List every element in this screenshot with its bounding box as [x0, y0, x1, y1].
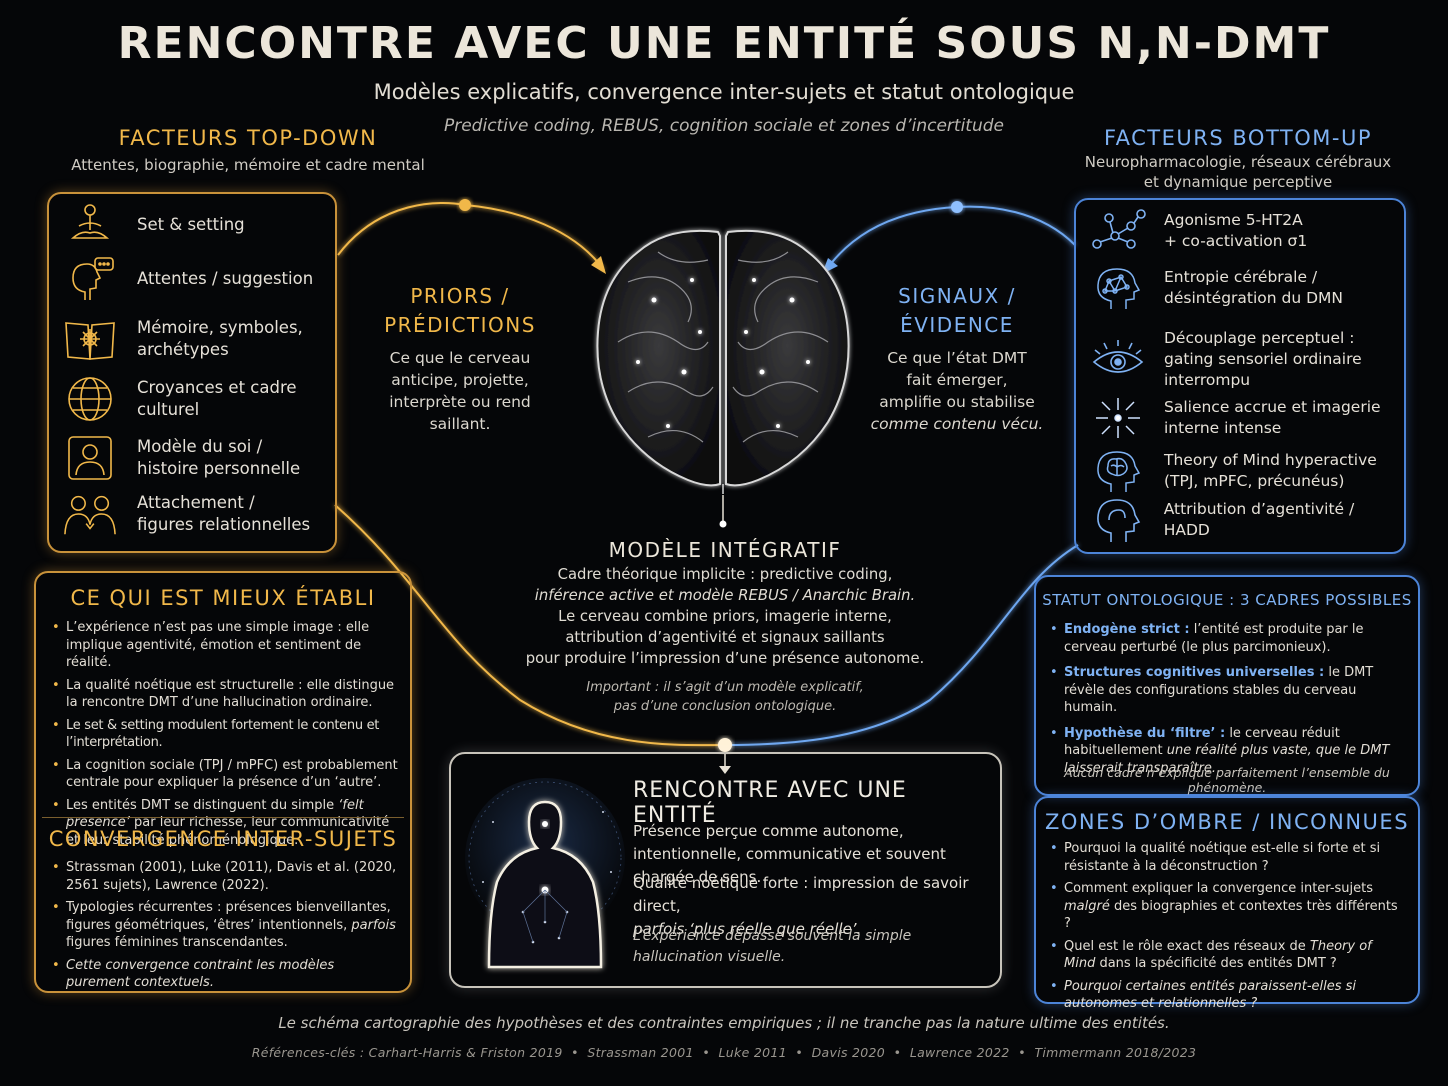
model-note: Important : il s’agit d’un modèle explic…: [586, 680, 864, 714]
unknowns-heading: ZONES D’OMBRE / INCONNUES: [1044, 810, 1410, 834]
book-mandala-icon: [63, 316, 117, 362]
encounter-heading: RENCONTRE AVEC UNE ENTITÉ: [633, 778, 907, 828]
list-item: Les entités DMT se distinguent du simple…: [50, 797, 400, 850]
page-subtitle: Modèles explicatifs, convergence inter-s…: [373, 80, 1075, 104]
list-item: L’expérience n’est pas une simple image …: [50, 619, 400, 672]
encounter-panel: RENCONTRE AVEC UNE ENTITÉ Présence perçu…: [449, 752, 1002, 988]
encounter-p2: Qualité noétique forte : impression de s…: [633, 874, 969, 938]
topdown-item-attachement: Attachement / figures relationnelles: [63, 491, 310, 537]
established-panel: CE QUI EST MIEUX ÉTABLI L’expérience n’e…: [34, 571, 412, 993]
list-item: Pourquoi la qualité noétique est-elle si…: [1048, 840, 1403, 875]
topdown-heading: FACTEURS TOP-DOWN: [118, 126, 378, 150]
ontology-panel: STATUT ONTOLOGIQUE : 3 CADRES POSSIBLES …: [1034, 575, 1420, 796]
priors-arrow: [337, 201, 605, 271]
unknowns-list: Pourquoi la qualité noétique est-elle si…: [1048, 840, 1403, 1018]
convergence-heading: CONVERGENCE INTER-SUJETS: [48, 827, 398, 851]
bottomup-subheading-1: Neuropharmacologie, réseaux cérébraux: [1084, 153, 1392, 171]
person-portrait-icon: [63, 435, 117, 481]
list-item: Le set & setting modulent fortement le c…: [50, 717, 400, 752]
convergence-list: Strassman (2001), Luke (2011), Davis et …: [50, 859, 400, 997]
priors-text: Ce que le cerveau anticipe, projette, in…: [389, 349, 531, 433]
encounter-p1: Présence perçue comme autonome, intentio…: [633, 822, 946, 886]
entity-figure-icon: [465, 778, 625, 969]
eye-icon: [1088, 337, 1148, 383]
signals-heading-1: SIGNAUX /: [898, 284, 1016, 308]
convergence-node: [718, 738, 732, 752]
footer-statement: Le schéma cartographie des hypothèses et…: [278, 1014, 1170, 1032]
list-item: Structures cognitives universelles : le …: [1048, 664, 1408, 717]
bottomup-item-theory-of-mind: Theory of Mind hyperactive (TPJ, mPFC, p…: [1088, 448, 1377, 494]
priors-heading-2: PRÉDICTIONS: [384, 313, 536, 337]
list-item: La cognition sociale (TPJ / mPFC) est pr…: [50, 757, 400, 792]
bottomup-to-encounter: [724, 544, 1079, 746]
topdown-item-attentes: Attentes / suggestion: [63, 256, 313, 302]
page-tagline: Predictive coding, REBUS, cognition soci…: [443, 116, 1004, 136]
signals-node: [951, 201, 963, 213]
model-heading: MODÈLE INTÉGRATIF: [608, 538, 842, 562]
bottomup-item-decouplage: Découplage perceptuel : gating sensoriel…: [1088, 328, 1362, 391]
list-item: Typologies récurrentes : présences bienv…: [50, 899, 400, 952]
brain-illustration: [596, 229, 850, 494]
bottomup-item-salience: Salience accrue et imagerie interne inte…: [1088, 395, 1381, 441]
topdown-item-soi: Modèle du soi / histoire personnelle: [63, 435, 300, 481]
ontology-list: Endogène strict : l’entité est produite …: [1048, 621, 1408, 782]
bottomup-panel: Agonisme 5-HT2A + co-activation σ1 Entro…: [1074, 198, 1406, 554]
bottomup-heading: FACTEURS BOTTOM-UP: [1104, 126, 1372, 150]
two-people-icon: [63, 491, 117, 537]
page-title: RENCONTRE AVEC UNE ENTITÉ SOUS N,N-DMT: [117, 18, 1331, 69]
divider: [42, 817, 404, 818]
signals-text: Ce que l’état DMT fait émerger, amplifie…: [870, 349, 1044, 433]
list-item: Cette convergence contraint les modèles …: [50, 957, 400, 992]
list-item: Quel est le rôle exact des réseaux de Th…: [1048, 938, 1403, 973]
ontology-note: Aucun cadre n’explique parfaitement l’en…: [1064, 765, 1390, 795]
established-list: L’expérience n’est pas une simple image …: [50, 619, 400, 854]
list-item: Hypothèse du ‘filtre’ : le cerveau rédui…: [1048, 725, 1408, 778]
brain-head-icon: [1088, 448, 1148, 494]
list-item: Comment expliquer la convergence inter-s…: [1048, 880, 1403, 933]
topdown-item-memoire: Mémoire, symboles, archétypes: [63, 316, 303, 362]
established-heading: CE QUI EST MIEUX ÉTABLI: [70, 586, 376, 610]
topdown-subheading: Attentes, biographie, mémoire et cadre m…: [71, 156, 425, 174]
speech-head-icon: [63, 256, 117, 302]
encounter-p3: L’expérience dépasse souvent la simple h…: [633, 928, 912, 965]
topdown-to-encounter: [334, 504, 726, 747]
model-text: Cadre théorique implicite : predictive c…: [525, 566, 925, 667]
list-item: Endogène strict : l’entité est produite …: [1048, 621, 1408, 656]
signals-heading-2: ÉVIDENCE: [900, 313, 1014, 337]
topdown-item-croyances: Croyances et cadre culturel: [63, 376, 297, 422]
topdown-panel: Set & setting Attentes / suggestion Mémo…: [47, 192, 337, 553]
meditation-icon: [63, 202, 117, 248]
unknowns-panel: ZONES D’OMBRE / INCONNUES Pourquoi la qu…: [1034, 796, 1420, 1011]
bottomup-item-agentivite: Attribution d’agentivité / HADD: [1088, 497, 1404, 543]
list-item: Strassman (2001), Luke (2011), Davis et …: [50, 859, 400, 894]
head-outline-icon: [1088, 497, 1148, 543]
topdown-item-set-setting: Set & setting: [63, 202, 245, 248]
priors-heading-1: PRIORS /: [410, 284, 510, 308]
list-item: Pourquoi certaines entités paraissent-el…: [1048, 978, 1403, 1013]
bottomup-subheading-2: et dynamique perceptive: [1143, 173, 1333, 191]
molecule-icon: [1088, 208, 1148, 254]
signals-arrow: [825, 205, 1076, 271]
bottomup-item-entropie: Entropie cérébrale / désintégration du D…: [1088, 265, 1343, 311]
globe-icon: [63, 376, 117, 422]
network-head-icon: [1088, 265, 1148, 311]
bottomup-item-agonisme: Agonisme 5-HT2A + co-activation σ1: [1088, 208, 1307, 254]
footer-references: Références-clés : Carhart-Harris & Frist…: [251, 1045, 1197, 1060]
ontology-heading: STATUT ONTOLOGIQUE : 3 CADRES POSSIBLES: [1042, 591, 1412, 609]
priors-node: [459, 199, 471, 211]
starburst-icon: [1088, 395, 1148, 441]
list-item: La qualité noétique est structurelle : e…: [50, 677, 400, 712]
